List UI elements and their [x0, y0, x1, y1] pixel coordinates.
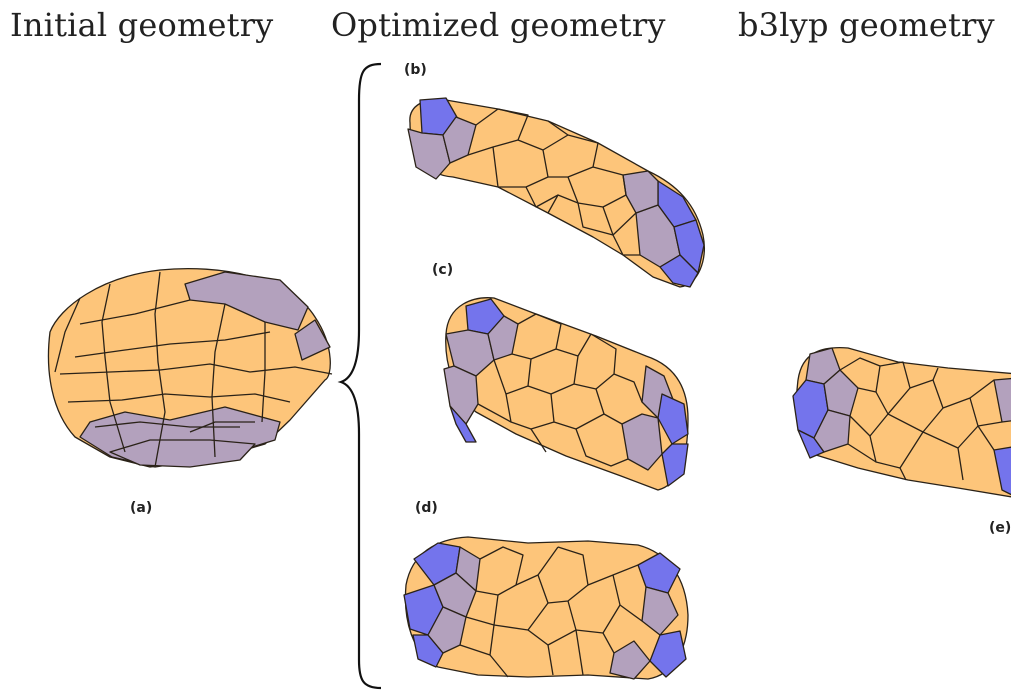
- optimized-geometry-heading: Optimized geometry: [331, 6, 666, 44]
- panel-label-e: (e): [989, 520, 1011, 536]
- optimized-geometry-b-figure: [407, 97, 705, 288]
- panel-label-b: (b): [404, 62, 427, 78]
- initial-geometry-heading: Initial geometry: [10, 6, 274, 44]
- panel-label-d: (d): [415, 500, 438, 516]
- initial-geometry-figure: [47, 267, 333, 468]
- optimized-geometry-d-figure: [403, 536, 689, 680]
- b3lyp-geometry-heading: b3lyp geometry: [738, 6, 995, 44]
- panel-label-a: (a): [130, 500, 153, 516]
- b3lyp-geometry-figure: [792, 346, 1011, 498]
- curly-brace: [337, 62, 382, 690]
- panel-label-c: (c): [432, 262, 454, 278]
- optimized-geometry-c-figure: [443, 297, 689, 491]
